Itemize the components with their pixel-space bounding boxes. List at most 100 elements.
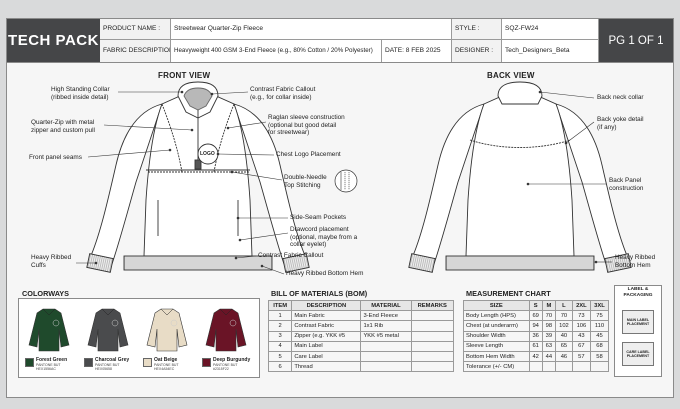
bom-cell: 1 <box>267 310 293 322</box>
measurement-cell: 67 <box>571 340 591 352</box>
measurement-cell: 57 <box>571 350 591 363</box>
style-value: SQZ-FW24 <box>502 19 599 40</box>
colorway-pantone: PANTONE BUT <box>95 363 120 367</box>
bom-cell <box>360 361 412 373</box>
bom-cell: Care Label <box>291 350 362 363</box>
colorway-name: Oat Beige <box>154 357 178 363</box>
callout-back-yoke: Back yoke detail(if any) <box>597 116 644 131</box>
measurement-header-cell: 2XL <box>571 299 591 312</box>
product-name-value: Streetwear Quarter-Zip Fleece <box>171 19 452 40</box>
bom-title: BILL OF MATERIALS (BOM) <box>271 289 368 298</box>
colorway-chip <box>25 358 34 367</box>
callout-raglan: Raglan sleeve construction(optional but … <box>268 114 345 137</box>
style-label: STYLE : <box>452 19 502 40</box>
colorway-name: Charcoal Grey <box>95 357 130 363</box>
bom-cell <box>410 340 455 352</box>
colorway-swatch <box>84 305 132 355</box>
bom-cell: 3-End Fleece <box>360 310 412 322</box>
measurement-cell: Sleeve Length <box>463 340 530 352</box>
colorway-name: Deep Burgundy <box>213 357 251 363</box>
designer-value: Tech_Designers_Beta <box>502 40 599 62</box>
measurement-cell: Body Length (HPS) <box>463 310 530 322</box>
measurement-cell <box>571 361 591 373</box>
bom-cell <box>410 330 455 342</box>
bom-cell: 4 <box>267 340 293 352</box>
measurement-cell: 45 <box>589 330 610 342</box>
bom-cell <box>410 320 455 332</box>
measurement-cell <box>528 361 543 373</box>
measurement-cell: 70 <box>541 310 556 322</box>
bom-cell: Main Label <box>291 340 362 352</box>
bom-cell: 5 <box>267 350 293 363</box>
measurement-header-cell: SIZE <box>463 299 530 312</box>
back-view-title: BACK VIEW <box>487 71 535 80</box>
measurement-cell: 69 <box>528 310 543 322</box>
measurement-cell: 106 <box>571 320 591 332</box>
callout-drawcord: Drawcord placement(optional, maybe from … <box>290 226 358 249</box>
measurement-header-cell: 3XL <box>589 299 610 312</box>
bom-cell: 1x1 Rib <box>360 320 412 332</box>
measurement-cell <box>541 361 556 373</box>
measurement-cell: 39 <box>541 330 556 342</box>
measurement-cell: 110 <box>589 320 610 332</box>
colorway-hex: HEX1556AC <box>36 367 56 371</box>
bom-cell: Contrast Fabric <box>291 320 362 332</box>
measurement-cell: 42 <box>528 350 543 363</box>
measurement-cell: 58 <box>589 350 610 363</box>
colorway-chip <box>143 358 152 367</box>
measurement-cell: 98 <box>541 320 556 332</box>
colorway-pantone: PANTONE BUT <box>154 363 179 367</box>
colorway-chip <box>84 358 93 367</box>
fabric-value: Heavyweight 400 GSM 3-End Fleece (e.g., … <box>171 40 382 62</box>
colorway-pantone: PANTONE BUT <box>213 363 238 367</box>
date-value: DATE: 8 FEB 2025 <box>382 40 452 62</box>
bom-header-cell: ITEM <box>267 299 293 312</box>
measurement-row: Tolerance (+/- CM) <box>463 361 610 373</box>
measurement-cell: 44 <box>541 350 556 363</box>
measurement-cell: Bottom Hem Width <box>463 350 530 363</box>
measurement-header-cell: S <box>528 299 543 312</box>
bom-header-cell: REMARKS <box>410 299 455 312</box>
bom-cell <box>410 350 455 363</box>
bom-cell: Thread <box>291 361 362 373</box>
measurement-cell: Tolerance (+/- CM) <box>463 361 530 373</box>
colorway-hex: #2315F22 <box>213 367 229 371</box>
callout-hem: Heavy Ribbed Bottom Hem <box>286 270 364 277</box>
colorway-swatch <box>143 305 191 355</box>
bom-cell: 3 <box>267 330 293 342</box>
care-label-placement: CARE LABEL PLACEMENT <box>622 342 654 366</box>
bom-cell <box>360 350 412 363</box>
callout-back-neck: Back neck collar <box>597 94 644 101</box>
bom-cell <box>410 361 455 373</box>
measurement-cell: 46 <box>554 350 573 363</box>
measurement-cell: 73 <box>571 310 591 322</box>
measurement-cell: Shoulder Width <box>463 330 530 342</box>
measurement-cell: 61 <box>528 340 543 352</box>
product-name-label: PRODUCT NAME : <box>100 19 171 40</box>
callout-contrast: Contrast Fabric Callout(e.g., for collar… <box>250 86 316 101</box>
bom-cell: 2 <box>267 320 293 332</box>
brand-title: TECH PACK <box>7 19 100 62</box>
bom-header-cell: MATERIAL <box>360 299 412 312</box>
callout-side-seam: Side-Seam Pockets <box>290 214 347 221</box>
designer-label: DESIGNER : <box>452 40 502 62</box>
measurement-cell: 70 <box>554 310 573 322</box>
measurement-cell <box>589 361 610 373</box>
measurement-cell: 65 <box>554 340 573 352</box>
colorways-title: COLORWAYS <box>22 289 70 298</box>
